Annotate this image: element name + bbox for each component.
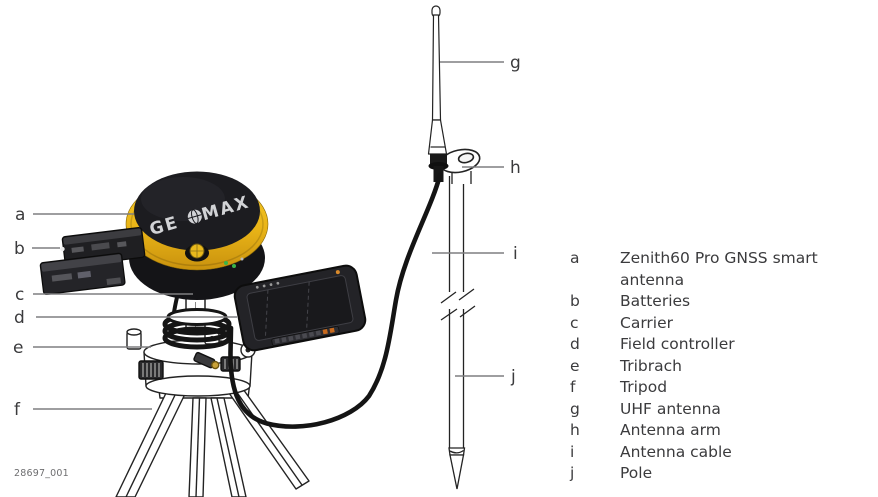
- callout-f: f: [14, 400, 21, 420]
- legend-key: f: [570, 378, 576, 396]
- antenna-cable-main: [228, 172, 443, 429]
- legend-row: g UHF antenna: [570, 399, 872, 421]
- antenna-led: [224, 261, 228, 265]
- legend-row: d Field controller: [570, 334, 872, 356]
- callout-g: g: [510, 53, 521, 73]
- legend-row: i Antenna cable: [570, 442, 872, 464]
- field-controller-illustration: [233, 264, 367, 352]
- callout-letters: a b c d e f g h i j: [13, 53, 521, 420]
- legend-key: g: [570, 399, 580, 418]
- legend-row: e Tribrach: [570, 356, 872, 378]
- battery-rear: [60, 226, 146, 268]
- globe-icon: [187, 209, 202, 224]
- legend-key: b: [570, 292, 580, 310]
- legend-row: h Antenna arm: [570, 420, 872, 442]
- callout-i: i: [513, 244, 518, 264]
- uhf-antenna-illustration: [427, 5, 449, 182]
- callout-a: a: [15, 205, 25, 225]
- legend-key: d: [570, 335, 580, 353]
- legend-key: j: [570, 464, 575, 482]
- tribrach-illustration: [126, 328, 256, 397]
- gnss-antenna-illustration: GE MAX: [125, 171, 269, 300]
- leveling-screw-left: [138, 360, 164, 380]
- tripod-illustration: [115, 381, 310, 497]
- legend-label: Antenna cable: [620, 442, 732, 461]
- legend-key: h: [570, 421, 580, 439]
- callout-h: h: [510, 158, 521, 178]
- legend-row: j Pole: [570, 463, 872, 485]
- legend-row: a Zenith60 Pro GNSS smart antenna: [570, 248, 872, 291]
- pole-illustration: [440, 176, 476, 490]
- batteries-illustration: [39, 226, 146, 296]
- callout-d: d: [14, 308, 25, 328]
- legend-key: c: [570, 313, 579, 332]
- legend-row: c Carrier: [570, 313, 872, 335]
- pole-break-marks: [440, 288, 476, 321]
- leader-lines: [32, 61, 504, 410]
- callout-e: e: [13, 338, 23, 358]
- legend-label: Field controller: [620, 335, 735, 353]
- legend-key: a: [570, 249, 580, 267]
- legend-key: e: [570, 356, 580, 375]
- legend-row: b Batteries: [570, 291, 872, 313]
- controller-screen: [246, 275, 354, 341]
- legend-label: Zenith60 Pro GNSS smart antenna: [620, 249, 818, 289]
- callout-c: c: [15, 285, 24, 305]
- antenna-led: [232, 264, 236, 268]
- controller-keypad: [271, 325, 340, 346]
- legend-row: f Tripod: [570, 377, 872, 399]
- legend-label: Pole: [620, 464, 653, 482]
- legend-label: Carrier: [620, 313, 674, 332]
- legend-label: Batteries: [620, 292, 691, 310]
- legend-label: UHF antenna: [620, 399, 721, 418]
- battery-front: [39, 252, 126, 296]
- legend-label: Antenna arm: [620, 421, 721, 439]
- callout-j: j: [510, 367, 516, 387]
- callout-b: b: [14, 239, 25, 259]
- tribrach-side-screw: [193, 351, 220, 370]
- controller-logo-dot: [335, 270, 340, 275]
- legend-key: i: [570, 442, 575, 461]
- pole-tip: [449, 454, 465, 490]
- legend: a Zenith60 Pro GNSS smart antenna b Batt…: [570, 248, 872, 485]
- figure-number: 28697_001: [14, 468, 69, 479]
- legend-label: Tripod: [620, 378, 668, 396]
- legend-label: Tribrach: [620, 356, 682, 375]
